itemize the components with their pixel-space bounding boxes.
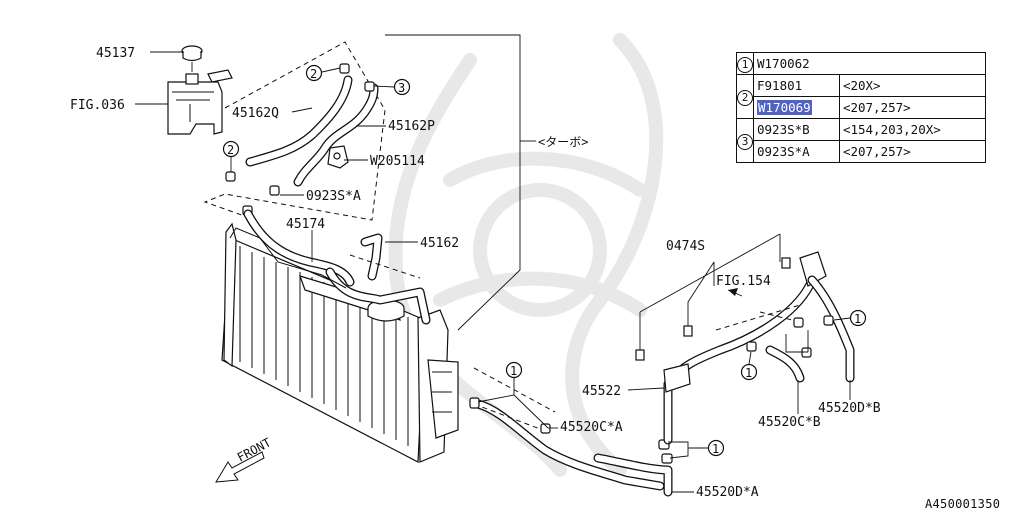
svg-text:2: 2 <box>310 67 317 81</box>
hose-45162P[interactable] <box>293 83 379 187</box>
label-45520D-A: 45520D*A <box>696 485 759 500</box>
bracket-right[interactable] <box>799 251 827 287</box>
bolt-0474S-leader <box>639 233 781 350</box>
legend-part[interactable]: 0923S*B <box>753 118 840 141</box>
radiator-top-hose[interactable] <box>325 267 431 325</box>
legend-applies: <154,203,20X> <box>838 118 987 141</box>
label-45174: 45174 <box>286 217 325 232</box>
hose-45520C-B[interactable] <box>765 345 805 383</box>
label-45522: 45522 <box>582 384 621 399</box>
callout-2: 2 <box>305 64 323 82</box>
label-45162Q: 45162Q <box>232 106 279 121</box>
callout-1: 1 <box>707 439 725 457</box>
label-fig036: FIG.036 <box>70 98 125 113</box>
svg-text:1: 1 <box>712 442 719 456</box>
legend-row: W170069 <207,257> <box>737 96 987 119</box>
parts-legend-table: 1 W170062 2 F91801 <20X> W170069 <207,25… <box>736 52 987 163</box>
hose-45162Q[interactable] <box>245 75 353 167</box>
label-45520D-B: 45520D*B <box>818 401 881 416</box>
clamp[interactable] <box>540 423 551 434</box>
legend-row: 2 F91801 <20X> <box>736 74 987 119</box>
callout-1: 1 <box>849 309 867 327</box>
label-45137: 45137 <box>96 46 135 61</box>
label-0474S: 0474S <box>666 239 705 254</box>
label-45520C-B: 45520C*B <box>758 415 821 430</box>
legend-row: 3 0923S*B <154,203,20X> <box>736 118 987 163</box>
legend-part[interactable]: 0923S*A <box>753 140 840 163</box>
label-45520C-A: 45520C*A <box>560 420 623 435</box>
svg-text:1: 1 <box>854 312 861 326</box>
fig154-dashed-guide <box>715 304 801 331</box>
clamp[interactable] <box>801 347 812 358</box>
legend-ref: 3 <box>736 118 754 163</box>
callout-3: 3 <box>393 78 411 96</box>
svg-text:2: 2 <box>227 143 234 157</box>
hose-45520D-A[interactable] <box>593 453 673 497</box>
label-W205114: W205114 <box>370 154 425 169</box>
label-0923S-A: 0923S*A <box>306 189 361 204</box>
bolt[interactable] <box>683 325 693 337</box>
clamp[interactable] <box>339 63 350 74</box>
legend-ref: 1 <box>736 52 754 75</box>
legend-part[interactable]: W170062 <box>753 52 986 75</box>
hose-45162[interactable] <box>360 233 383 281</box>
clamp[interactable] <box>823 315 834 326</box>
turbo-bracket-line <box>385 34 521 331</box>
clamp[interactable] <box>746 341 757 352</box>
label-45162: 45162 <box>420 236 459 251</box>
hose-45174[interactable] <box>243 209 355 287</box>
callout-2: 2 <box>222 140 240 158</box>
legend-part[interactable]: F91801 <box>753 74 840 97</box>
radiator[interactable] <box>221 222 459 463</box>
svg-text:1: 1 <box>745 366 752 380</box>
clamp[interactable] <box>793 317 804 328</box>
bracket-W205114[interactable] <box>327 145 349 169</box>
legend-ref: 2 <box>736 74 754 119</box>
clamp[interactable] <box>469 397 480 409</box>
label-turbo: <ターボ> <box>538 135 588 149</box>
front-arrow <box>215 451 265 483</box>
radiator-cap[interactable] <box>367 299 405 322</box>
radiator-upper-tank <box>229 227 347 289</box>
clamp[interactable] <box>269 185 280 196</box>
lower-dashed-guide <box>473 367 556 433</box>
document-id: A450001350 <box>925 497 1001 511</box>
hose-45520D-B[interactable] <box>807 275 855 383</box>
label-fig154: FIG.154 <box>716 274 771 289</box>
clamp[interactable] <box>364 81 375 92</box>
reservoir-tank[interactable] <box>167 69 233 135</box>
label-front: FRONT <box>235 435 273 464</box>
fig154-arrow <box>727 288 743 297</box>
legend-applies: <207,257> <box>838 96 987 119</box>
clamp[interactable] <box>225 171 236 182</box>
upper-hose-boundary <box>203 41 386 221</box>
hose-45520C-A[interactable] <box>473 399 665 491</box>
legend-row: 0923S*A <207,257> <box>737 140 987 163</box>
clamp[interactable] <box>661 453 673 464</box>
svg-text:3: 3 <box>398 81 405 95</box>
callout-1: 1 <box>740 363 758 381</box>
legend-row: 1 W170062 <box>736 52 986 75</box>
legend-part-selected[interactable]: W170069 <box>753 96 840 119</box>
bolt[interactable] <box>781 257 791 269</box>
bracket-45522[interactable] <box>663 363 691 393</box>
legend-applies: <20X> <box>838 74 987 97</box>
label-45162P: 45162P <box>388 119 435 134</box>
svg-text:1: 1 <box>510 364 517 378</box>
reservoir-cap[interactable] <box>181 45 203 72</box>
bolt[interactable] <box>635 349 645 361</box>
callout-1: 1 <box>505 361 523 379</box>
legend-applies: <207,257> <box>838 140 987 163</box>
